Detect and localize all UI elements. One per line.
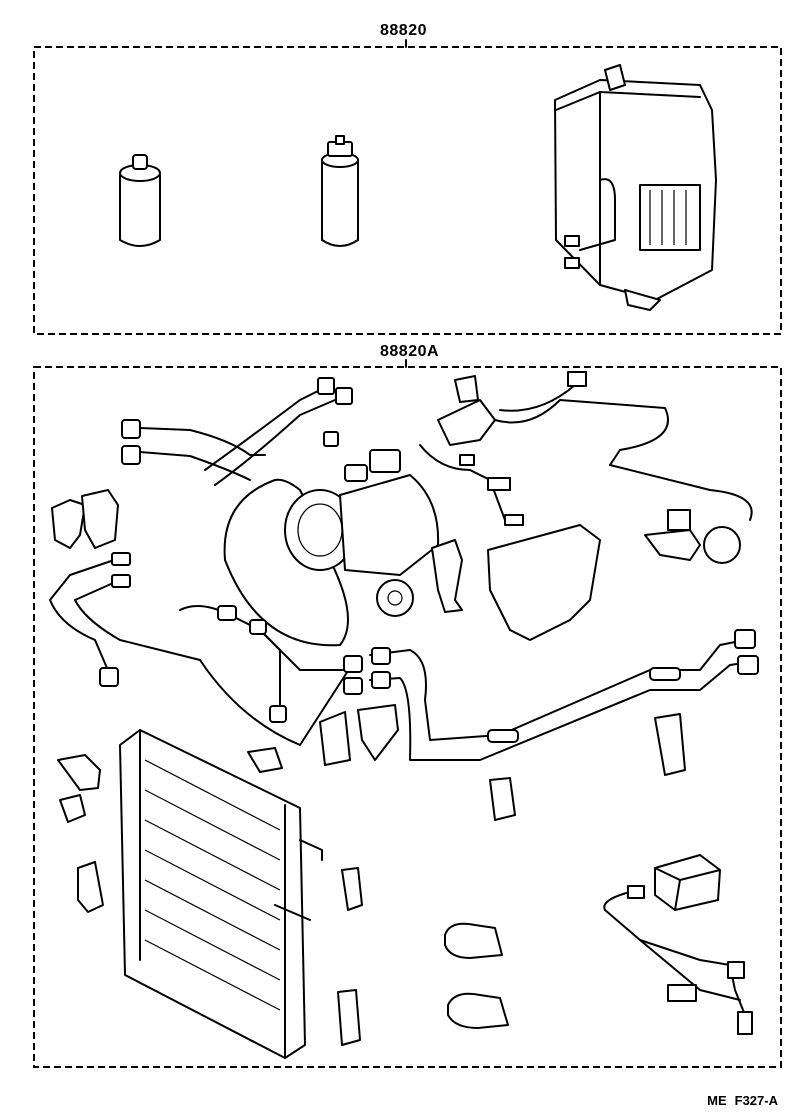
compressor-part: [284, 449, 440, 576]
relay-harness-part: [603, 885, 753, 1035]
figure-reference-code: F327-A: [734, 1093, 778, 1108]
band-clamp-part-2: [447, 992, 509, 1029]
figure-reference: ME F327-A: [699, 1093, 778, 1108]
idler-bracket-part: [431, 539, 463, 613]
condenser-bracket-part: [57, 754, 101, 791]
pipe-clip-part-2: [489, 777, 516, 821]
figure-reference-prefix: ME: [707, 1093, 727, 1108]
condenser-mount-part-4: [337, 989, 361, 1046]
liquid-line-part: [49, 552, 356, 746]
pipe-clip-part: [247, 747, 283, 773]
hose-clamp-part: [51, 499, 86, 549]
pipe-bracket-part-2: [357, 704, 399, 761]
condenser-mount-part-3: [341, 867, 363, 911]
kit-part-number-88820a: 88820A: [380, 343, 440, 360]
drive-belt-part: [223, 478, 349, 647]
suction-line-part: [343, 629, 759, 761]
band-clamp-part: [444, 922, 503, 959]
hose-clamp-part-2: [81, 489, 119, 549]
relay-part: [654, 854, 721, 911]
evaporator-unit-part: [554, 64, 717, 311]
kit-part-number-88820: 88820: [380, 22, 427, 39]
condenser-mount-part: [59, 794, 86, 823]
compressor-bracket-part: [487, 524, 601, 641]
expansion-valve-part: [644, 509, 741, 564]
condenser-part: [119, 729, 323, 1059]
pipe-bracket-part: [319, 711, 351, 766]
receiver-drier-part: [321, 135, 359, 247]
idler-pulley-part: [376, 579, 414, 617]
wire-harness-part: [419, 444, 524, 526]
pipe-clip-part-3: [654, 713, 686, 776]
kit-box-bottom: [33, 366, 782, 1068]
condenser-mount-part-2: [77, 861, 104, 913]
solenoid-valve-part: [437, 371, 753, 521]
refrigerant-can-part: [119, 154, 161, 247]
hose-assembly-part: [121, 377, 353, 486]
